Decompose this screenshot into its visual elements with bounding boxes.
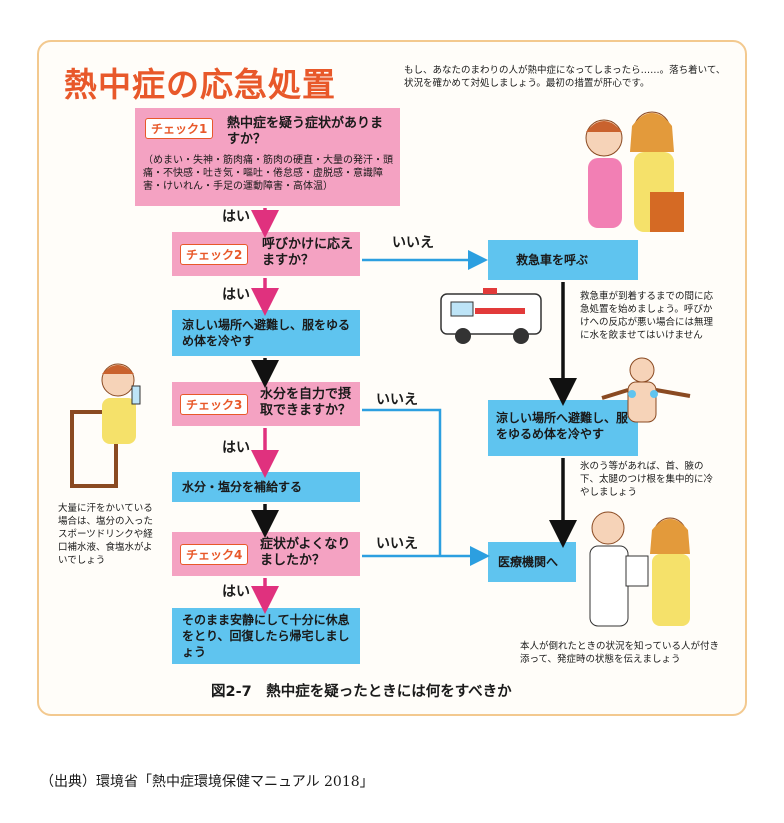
helper-illustration: [585, 111, 684, 232]
figure-caption: 図2-7 熱中症を疑ったときには何をすべきか: [211, 684, 512, 700]
check3-box: チェック3 水分を自力で摂取できますか？: [172, 382, 360, 426]
yes-label-1: はい: [222, 209, 250, 225]
no-label-3: いいえ: [376, 536, 418, 552]
check3-badge: チェック3: [180, 394, 249, 415]
no-label-2: いいえ: [376, 392, 418, 408]
arrow-no-2: [362, 408, 442, 556]
drink-note: 大量に汗をかいている場合は、塩分の入ったスポーツドリンクや経口補水液、食塩水がよ…: [58, 503, 154, 566]
check1-badge: チェック1: [145, 118, 214, 139]
hospital-box: 医療機関へ: [488, 542, 576, 582]
check3-question: 水分を自力で摂取できますか？: [260, 387, 352, 418]
check4-badge: チェック4: [180, 544, 249, 565]
rest-text: そのまま安静にして十分に休息をとり、回復したら帰宅しましょう: [182, 613, 350, 659]
ice-note: 氷のう等があれば、首、腋の下、太腿のつけ根を集中的に冷やしましょう: [580, 461, 714, 498]
ambulance-illustration: [440, 288, 542, 344]
check2-question: 呼びかけに応えますか？: [262, 237, 354, 268]
check1-question: 熱中症を疑う症状がありますか？: [227, 116, 384, 147]
cool-down-text-left: 涼しい場所へ避難し、服をゆるめ体を冷やす: [182, 318, 351, 348]
cool-down-text-right: 涼しい場所へ避難し、服をゆるめ体を冷やす: [496, 411, 629, 441]
patient-cooling-illustration: [601, 357, 691, 423]
check4-question: 症状がよくなりましたか？: [260, 537, 351, 568]
cool-down-box-right: 涼しい場所へ避難し、服をゆるめ体を冷やす: [488, 400, 638, 456]
check2-badge: チェック2: [180, 244, 249, 265]
check1-box: チェック1 熱中症を疑う症状がありますか？ （めまい・失神・筋肉痛・筋肉の硬直・…: [135, 108, 400, 206]
check4-box: チェック4 症状がよくなりましたか？: [172, 532, 360, 576]
hospital-text: 医療機関へ: [498, 555, 559, 569]
water-salt-text: 水分・塩分を補給する: [182, 480, 303, 494]
source-citation: （出典）環境省「熱中症環境保健マニュアル 2018」: [40, 774, 374, 790]
drinking-girl-illustration: [70, 363, 141, 488]
diagram-title: 熱中症の応急処置: [64, 65, 336, 104]
cool-down-box-left: 涼しい場所へ避難し、服をゆるめ体を冷やす: [172, 310, 360, 356]
medical-staff-illustration: [589, 511, 690, 627]
ambulance-note: 救急車が到着するまでの間に応急処置を始めましょう。呼びかけへの反応が悪い場合には…: [580, 291, 714, 341]
intro-text: もし、あなたのまわりの人が熱中症になってしまったら……。落ち着いて、状況を確かめ…: [404, 65, 726, 89]
ambulance-text: 救急車を呼ぶ: [516, 253, 589, 267]
rest-box: そのまま安静にして十分に休息をとり、回復したら帰宅しましょう: [172, 608, 360, 664]
hospital-note: 本人が倒れたときの状況を知っている人が付き添って、発症時の状態を伝えましょう: [520, 641, 720, 665]
no-label-1: いいえ: [392, 235, 434, 251]
check1-symptoms: （めまい・失神・筋肉痛・筋肉の硬直・大量の発汗・頭痛・不快感・吐き気・嘔吐・倦怠…: [143, 155, 393, 192]
check2-box: チェック2 呼びかけに応えますか？: [172, 232, 360, 276]
yes-label-3: はい: [222, 440, 250, 456]
yes-label-4: はい: [222, 584, 250, 600]
ambulance-box: 救急車を呼ぶ: [488, 240, 638, 280]
yes-label-2: はい: [222, 287, 250, 303]
